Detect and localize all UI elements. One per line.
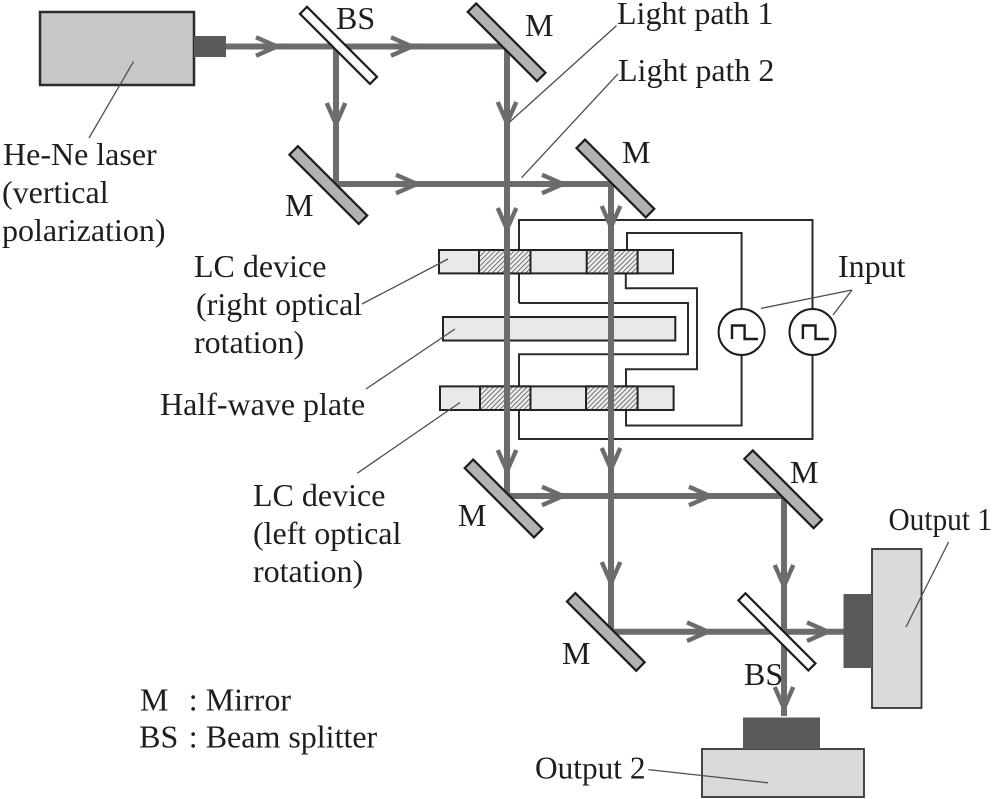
svg-text:BS: BS (744, 656, 783, 692)
svg-text:M: M (525, 7, 553, 43)
svg-text:Mirror: Mirror (206, 682, 292, 718)
svg-text:Output 1: Output 1 (889, 501, 993, 537)
svg-text:rotation): rotation) (194, 324, 304, 360)
svg-text::: : (189, 682, 198, 718)
svg-text:M: M (622, 134, 650, 170)
svg-text:M: M (458, 497, 486, 533)
svg-text:Light path 2: Light path 2 (618, 52, 774, 88)
svg-text:Output 2: Output 2 (535, 750, 646, 786)
svg-text:(vertical: (vertical (2, 174, 109, 210)
svg-text:LC device: LC device (194, 248, 326, 284)
svg-text:(right optical: (right optical (196, 286, 362, 322)
svg-text:M: M (140, 682, 168, 718)
svg-text:polarization): polarization) (2, 212, 165, 248)
svg-text:rotation): rotation) (253, 553, 363, 589)
svg-text:BS: BS (139, 719, 178, 755)
svg-text:LC device: LC device (253, 477, 385, 513)
svg-text:M: M (562, 635, 590, 671)
svg-text:Half-wave plate: Half-wave plate (160, 386, 365, 422)
svg-text:Beam splitter: Beam splitter (206, 719, 378, 755)
svg-text:BS: BS (336, 0, 375, 36)
svg-text:Input: Input (838, 248, 906, 284)
svg-text:M: M (790, 454, 818, 490)
svg-text:He-Ne laser: He-Ne laser (3, 136, 157, 172)
svg-text:(left optical: (left optical (253, 515, 401, 551)
svg-text:M: M (285, 187, 313, 223)
svg-text:Light path 1: Light path 1 (617, 0, 773, 31)
svg-text::: : (189, 719, 198, 755)
